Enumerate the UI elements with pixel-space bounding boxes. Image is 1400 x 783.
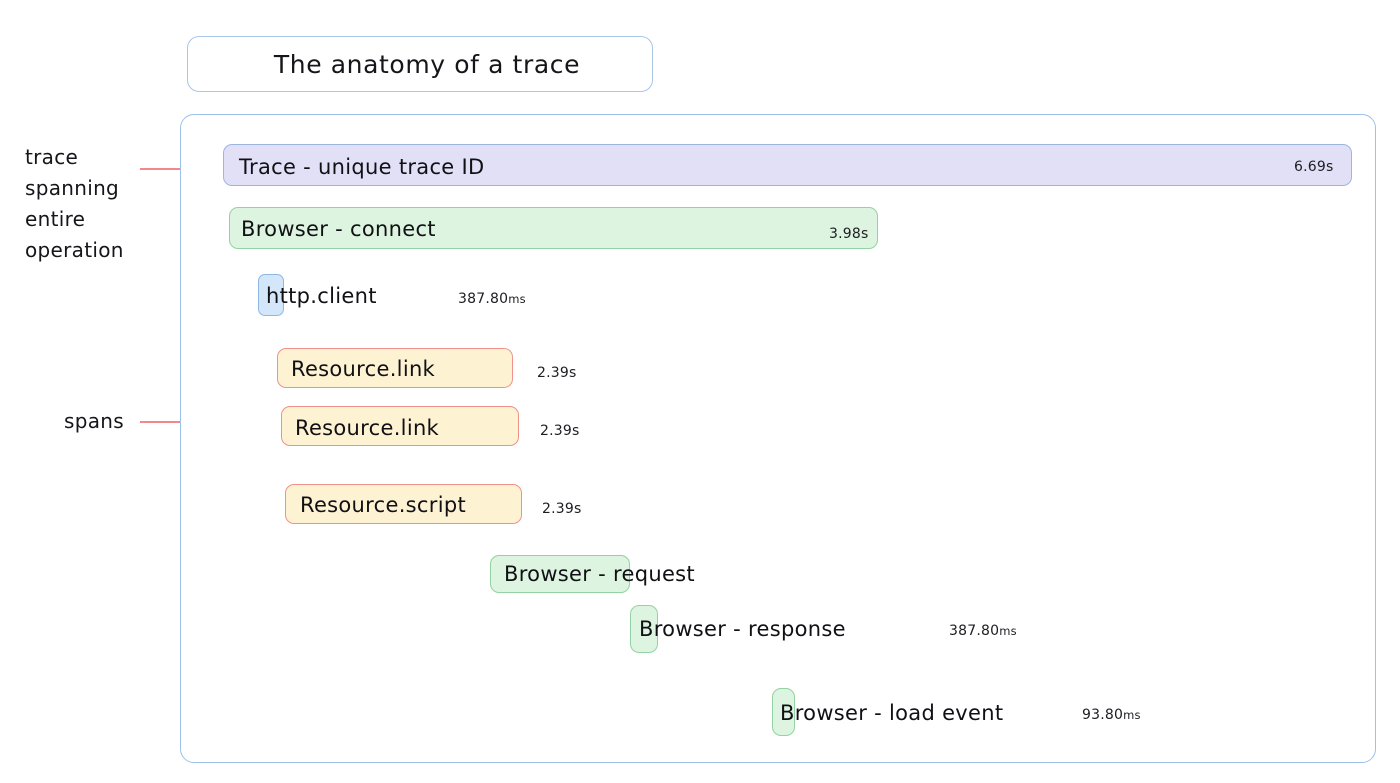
span-label-browser-response: Browser - response bbox=[639, 617, 846, 641]
span-label-browser-request: Browser - request bbox=[504, 562, 695, 586]
span-bar-trace-root[interactable] bbox=[223, 144, 1352, 186]
annotation-trace-label: trace spanning entire operation bbox=[25, 145, 124, 262]
span-bar-browser-connect[interactable] bbox=[229, 207, 878, 249]
span-bar-resource-link-2[interactable] bbox=[281, 406, 519, 446]
duration-unit: ms bbox=[1123, 708, 1141, 722]
span-label-browser-connect: Browser - connect bbox=[241, 217, 436, 241]
span-bar-browser-load-event[interactable] bbox=[772, 688, 795, 736]
span-duration-browser-connect: 3.98s bbox=[829, 226, 869, 242]
span-duration-http-client: 387.80ms bbox=[458, 292, 526, 306]
span-duration-resource-link-1: 2.39s bbox=[537, 365, 577, 381]
span-duration-browser-response: 387.80ms bbox=[949, 624, 1017, 638]
title-card: The anatomy of a trace bbox=[187, 36, 653, 92]
duration-value: 93.80 bbox=[1082, 707, 1124, 723]
duration-unit: ms bbox=[508, 292, 526, 306]
span-label-http-client: http.client bbox=[266, 284, 377, 308]
leader-line-spans bbox=[140, 421, 212, 423]
duration-unit: ms bbox=[999, 624, 1017, 638]
span-label-resource-link-2: Resource.link bbox=[295, 416, 440, 440]
span-bar-http-client[interactable] bbox=[258, 274, 284, 316]
span-label-resource-script: Resource.script bbox=[300, 493, 466, 517]
span-bar-browser-request[interactable] bbox=[490, 555, 630, 593]
span-bar-browser-response[interactable] bbox=[630, 605, 658, 653]
duration-value: 387.80 bbox=[458, 291, 509, 307]
span-bar-resource-script[interactable] bbox=[285, 484, 522, 524]
span-duration-trace-root: 6.69s bbox=[1294, 159, 1334, 175]
leader-line-trace bbox=[140, 168, 212, 170]
annotation-spans-label: spans bbox=[64, 409, 124, 433]
span-duration-browser-load-event: 93.80ms bbox=[1082, 708, 1141, 722]
page-title: The anatomy of a trace bbox=[273, 49, 581, 79]
span-label-resource-link-1: Resource.link bbox=[291, 357, 436, 381]
duration-value: 387.80 bbox=[949, 623, 1000, 639]
span-label-browser-load-event: Browser - load event bbox=[780, 701, 1004, 725]
span-duration-resource-script: 2.39s bbox=[542, 501, 582, 517]
span-label-trace-root: Trace - unique trace ID bbox=[239, 155, 485, 179]
span-bar-resource-link-1[interactable] bbox=[277, 348, 513, 388]
span-duration-resource-link-2: 2.39s bbox=[540, 423, 580, 439]
